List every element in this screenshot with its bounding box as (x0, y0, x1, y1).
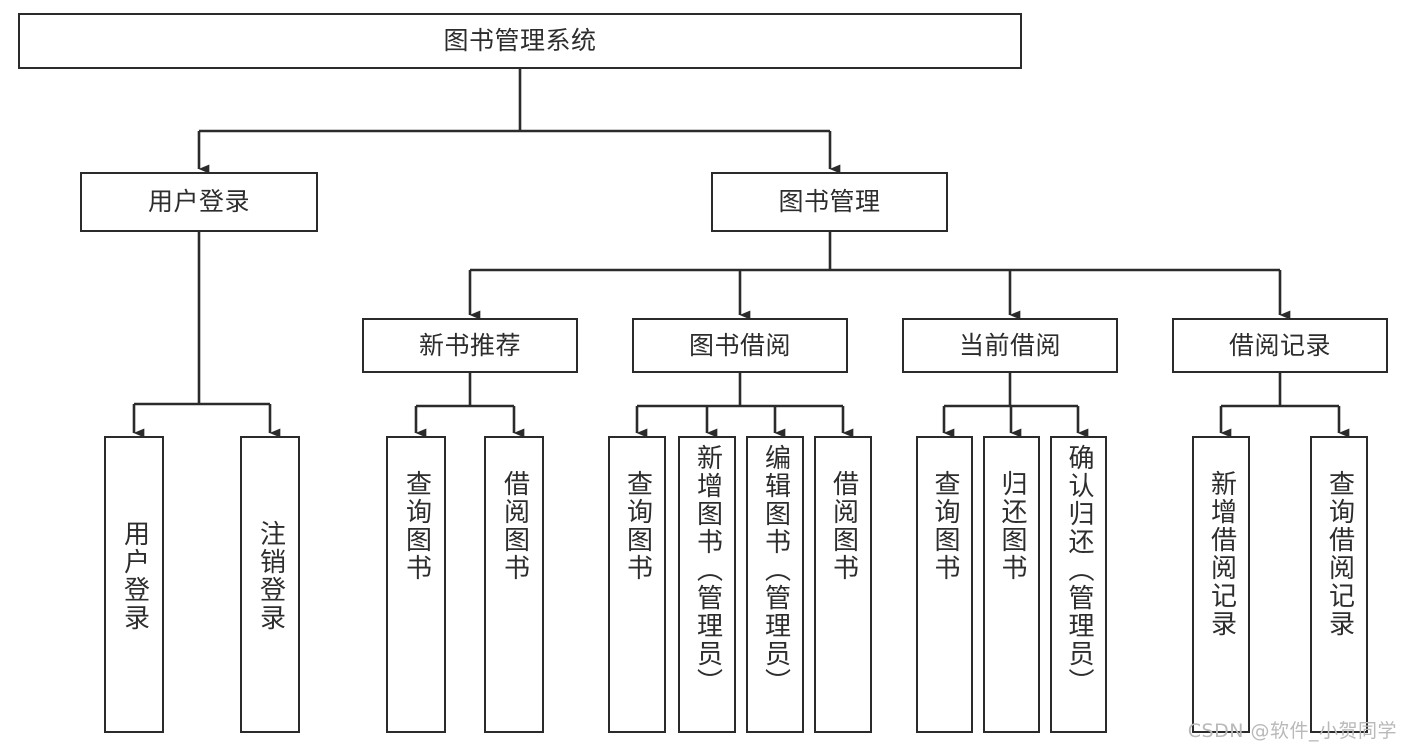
leaf-query-borrow-record-label: 查询借阅记录 (1324, 470, 1355, 638)
node-current-borrow[interactable]: 当前借阅 (902, 318, 1118, 373)
leaf-query-book-borrow[interactable]: 查询图书 (608, 436, 666, 733)
leaf-query-book-recommend-label: 查询图书 (401, 470, 432, 582)
leaf-user-login-label: 用户登录 (119, 520, 150, 632)
leaf-confirm-return-admin[interactable]: 确认归还（管理员） (1050, 436, 1107, 733)
node-user-login[interactable]: 用户登录 (80, 172, 318, 232)
node-borrow-record-label: 借阅记录 (1228, 330, 1331, 360)
leaf-add-borrow-record[interactable]: 新增借阅记录 (1192, 436, 1250, 733)
leaf-add-book-admin-label: 新增图书（管理员） (692, 444, 723, 696)
leaf-add-borrow-record-label: 新增借阅记录 (1206, 470, 1237, 638)
leaf-borrow-book[interactable]: 借阅图书 (814, 436, 872, 733)
leaf-query-book-current-label: 查询图书 (930, 470, 961, 582)
node-book-manage-label: 图书管理 (778, 187, 881, 216)
leaf-return-book-label: 归还图书 (997, 470, 1028, 582)
leaf-add-book-admin[interactable]: 新增图书（管理员） (678, 436, 736, 733)
node-root[interactable]: 图书管理系统 (18, 13, 1022, 69)
watermark: CSDN @软件_小贺同学 (1187, 720, 1397, 742)
node-book-borrow[interactable]: 图书借阅 (632, 318, 848, 373)
leaf-confirm-return-admin-label: 确认归还（管理员） (1064, 444, 1095, 696)
node-new-book-recommend-label: 新书推荐 (418, 330, 521, 360)
leaf-query-book-borrow-label: 查询图书 (622, 470, 653, 582)
node-borrow-record[interactable]: 借阅记录 (1172, 318, 1388, 373)
node-new-book-recommend[interactable]: 新书推荐 (362, 318, 578, 373)
leaf-return-book[interactable]: 归还图书 (983, 436, 1040, 733)
leaf-borrow-book-recommend-label: 借阅图书 (499, 470, 530, 582)
leaf-user-login[interactable]: 用户登录 (104, 436, 164, 733)
node-current-borrow-label: 当前借阅 (958, 330, 1061, 360)
leaf-borrow-book-label: 借阅图书 (828, 470, 859, 582)
leaf-edit-book-admin-label: 编辑图书（管理员） (760, 444, 791, 696)
node-user-login-label: 用户登录 (147, 187, 250, 216)
leaf-logout-label: 注销登录 (255, 520, 286, 632)
leaf-query-book-recommend[interactable]: 查询图书 (386, 436, 446, 733)
leaf-logout[interactable]: 注销登录 (240, 436, 300, 733)
leaf-edit-book-admin[interactable]: 编辑图书（管理员） (746, 436, 804, 733)
node-book-borrow-label: 图书借阅 (688, 330, 791, 360)
node-root-label: 图书管理系统 (443, 26, 597, 55)
node-book-manage[interactable]: 图书管理 (711, 172, 948, 232)
leaf-borrow-book-recommend[interactable]: 借阅图书 (484, 436, 544, 733)
leaf-query-book-current[interactable]: 查询图书 (916, 436, 973, 733)
leaf-query-borrow-record[interactable]: 查询借阅记录 (1310, 436, 1368, 733)
